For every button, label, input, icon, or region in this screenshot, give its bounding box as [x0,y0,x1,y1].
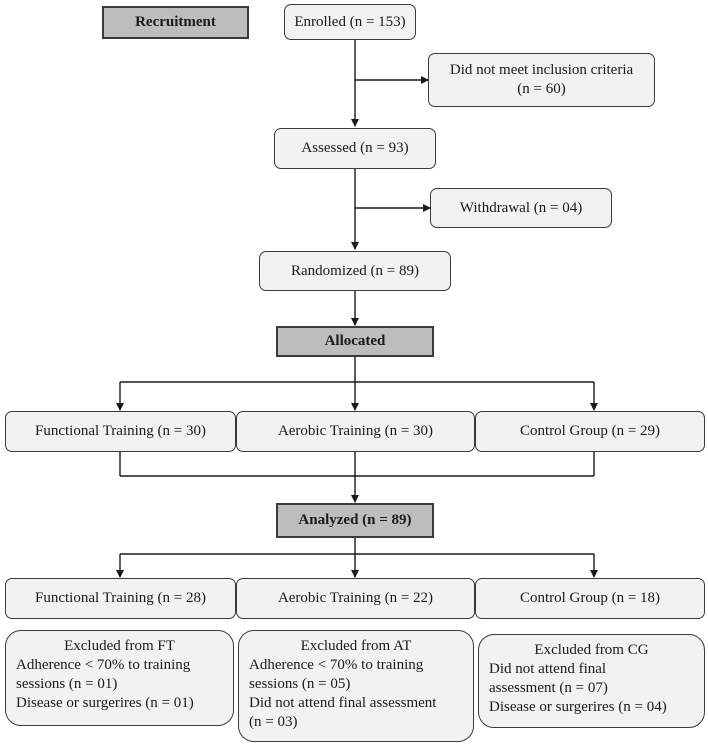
assessed-box: Assessed (n = 93) [274,128,436,169]
excluded-at-line: Adherence < 70% to training [249,657,424,674]
excluded-ft-line: sessions (n = 01) [16,676,118,693]
excluded-at-box: Excluded from AT Adherence < 70% to trai… [238,630,474,742]
analysis-ft-box: Functional Training (n = 28) [5,578,236,619]
allocation-at-box: Aerobic Training (n = 30) [236,411,475,452]
excluded-cg-box: Excluded from CG Did not attend final as… [478,634,705,728]
excluded-cg-title: Excluded from CG [534,642,649,658]
randomized-box: Randomized (n = 89) [259,251,451,291]
excluded-at-line: Did not attend final assessment [249,695,437,712]
recruitment-label: Recruitment [102,6,249,39]
excluded-at-title: Excluded from AT [300,638,412,654]
analysis-at-box: Aerobic Training (n = 22) [236,578,475,619]
allocation-ft-box: Functional Training (n = 30) [5,411,236,452]
excluded-cg-line: assessment (n = 07) [489,680,608,697]
withdrawal-box: Withdrawal (n = 04) [430,188,612,228]
excluded-ft-title: Excluded from FT [64,638,175,654]
analysis-cg-box: Control Group (n = 18) [475,578,705,619]
excluded-at-line: (n = 03) [249,714,298,731]
excluded-ft-line: Disease or surgerires (n = 01) [16,695,194,712]
excluded-ft-box: Excluded from FT Adherence < 70% to trai… [5,630,234,726]
excluded-criteria-line1: Did not meet inclusion criteria [449,62,634,79]
excluded-cg-line: Disease or surgerires (n = 04) [489,699,667,716]
allocation-cg-box: Control Group (n = 29) [475,411,705,452]
excluded-at-line: sessions (n = 05) [249,676,351,693]
analyzed-label: Analyzed (n = 89) [276,503,434,538]
enrolled-box: Enrolled (n = 153) [284,4,416,40]
excluded-criteria-line2: (n = 60) [517,81,566,97]
excluded-cg-line: Did not attend final [489,661,607,678]
allocated-label: Allocated [276,326,434,357]
excluded-criteria-box: Did not meet inclusion criteria (n = 60) [428,53,655,107]
excluded-ft-line: Adherence < 70% to training [16,657,191,674]
